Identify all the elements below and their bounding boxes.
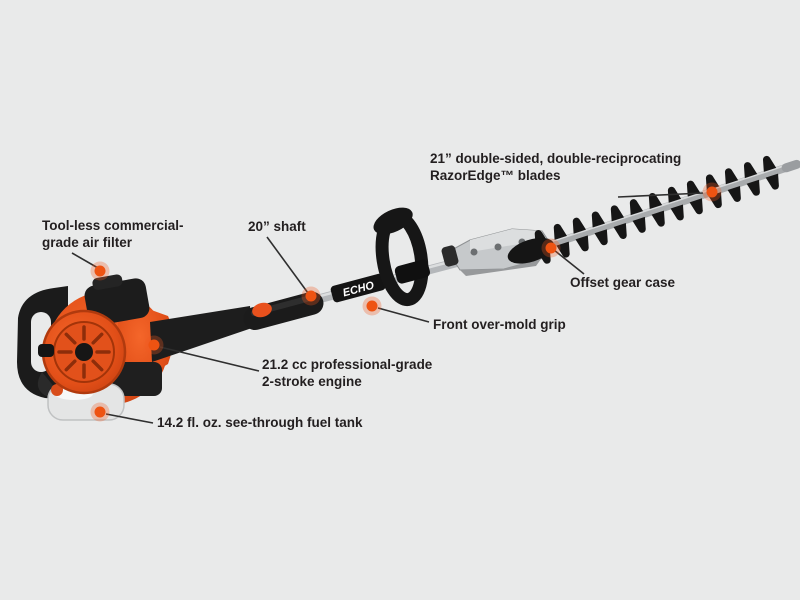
callout-label-gear-case: Offset gear case [570,275,676,290]
callout-label-air-filter: Tool-less commercial- grade air filter [42,218,184,250]
callout-marker-air-filter [90,261,110,281]
callout-marker-shaft [301,286,321,306]
callout-label-blades: 21” double-sided, double-reciprocating R… [430,151,682,183]
callout-marker-fuel-tank [90,402,110,422]
callout-label-front-grip: Front over-mold grip [433,317,566,332]
callout-line-front-grip [377,307,430,323]
drive-shaft: ECHO [150,253,479,362]
callout-line-blades [617,192,704,198]
callout-markers [90,182,722,422]
callout-line-fuel-tank [105,413,154,424]
callout-label-engine: 21.2 cc professional-grade 2-stroke engi… [262,357,433,389]
callout-label-fuel-tank: 14.2 fl. oz. see-through fuel tank [157,415,363,430]
callout-lines [71,192,704,424]
engine-assembly [17,274,173,421]
callout-marker-engine [144,335,164,355]
callout-marker-blades [702,182,722,202]
choke-lever [252,302,272,318]
recoil-starter [38,309,127,395]
muffler [112,362,162,396]
callout-line-gear-case [553,249,585,275]
callout-line-engine [159,346,260,372]
front-handle [373,207,431,307]
callout-marker-gear-case [541,238,561,258]
blade [507,154,800,266]
callout-line-air-filter [71,252,99,269]
callout-line-shaft [266,236,309,294]
callout-label-shaft: 20” shaft [248,219,306,234]
callout-marker-front-grip [362,296,382,316]
